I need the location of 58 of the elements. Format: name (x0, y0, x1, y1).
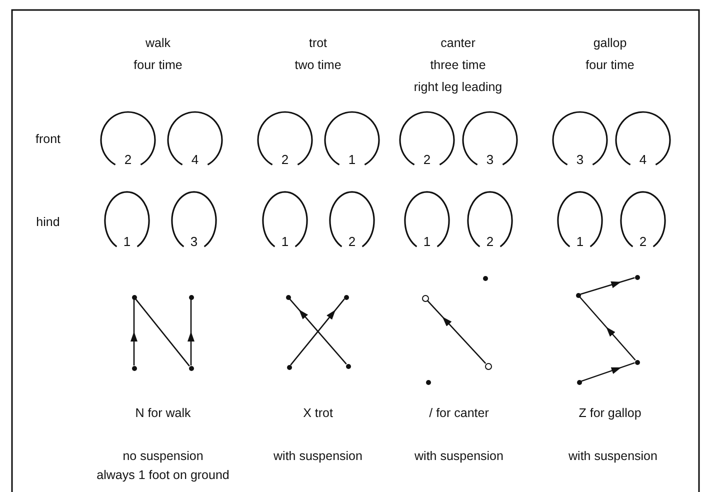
dot-marker (346, 364, 350, 368)
suspension-note: with suspension (568, 449, 658, 464)
dot-marker (188, 366, 194, 370)
footfall-number: 2 (281, 153, 289, 167)
dot-marker (634, 274, 640, 280)
gait-name: canter (440, 36, 476, 51)
dot-marker (132, 294, 136, 300)
pattern-caption: X trot (303, 406, 333, 421)
pattern-caption: Z for gallop (578, 406, 642, 421)
gait-name: gallop (593, 36, 627, 51)
dot-marker (286, 294, 290, 300)
arrow (579, 296, 636, 361)
footfall-number: 1 (281, 235, 289, 249)
suspension-note: with suspension (414, 449, 504, 464)
dot-marker (426, 380, 430, 384)
pattern-caption: / for canter (429, 406, 489, 421)
footfall-number: 2 (486, 235, 494, 249)
pattern-caption: N for walk (135, 406, 191, 421)
dot-marker (188, 294, 194, 300)
footfall-number: 3 (486, 153, 494, 167)
footfall-number: 2 (639, 235, 647, 249)
footfall-number: 1 (423, 235, 431, 249)
footfall-number: 2 (423, 153, 431, 167)
footfall-number: 1 (123, 235, 131, 249)
beat-count: four time (586, 58, 634, 73)
gait-name: trot (308, 36, 328, 51)
dot-marker (482, 276, 488, 280)
dot-marker (286, 364, 292, 370)
footfall-number: 1 (348, 153, 356, 167)
dot-marker (576, 380, 582, 384)
arrow (426, 300, 486, 364)
dot-marker (576, 292, 580, 298)
footfall-number: 3 (190, 235, 198, 249)
footfall-number: 4 (639, 153, 647, 167)
arrow (188, 300, 194, 366)
beat-count: two time (294, 58, 342, 73)
row-label: front (36, 132, 60, 147)
row-label: hind (36, 215, 60, 230)
footfall-number: 4 (191, 153, 199, 167)
dot-marker (634, 360, 640, 364)
footfall-number: 2 (348, 235, 356, 249)
footfall-number: 1 (576, 235, 584, 249)
dot-marker (132, 366, 136, 370)
beat-count: three time (430, 58, 486, 73)
dot-marker (344, 294, 348, 300)
ring-marker (484, 362, 492, 370)
lead-note: right leg leading (414, 80, 502, 95)
suspension-note: with suspension (274, 449, 362, 464)
arrow (580, 277, 635, 295)
suspension-note: no suspension (122, 449, 204, 464)
footfall-number: 2 (124, 153, 132, 167)
arrow (581, 362, 635, 382)
gait-name: walk (146, 36, 170, 51)
footfall-number: 3 (576, 153, 584, 167)
beat-count: four time (134, 58, 182, 73)
arrow (130, 300, 138, 366)
suspension-note: always 1 foot on ground (96, 468, 230, 483)
ring-marker (422, 294, 428, 302)
